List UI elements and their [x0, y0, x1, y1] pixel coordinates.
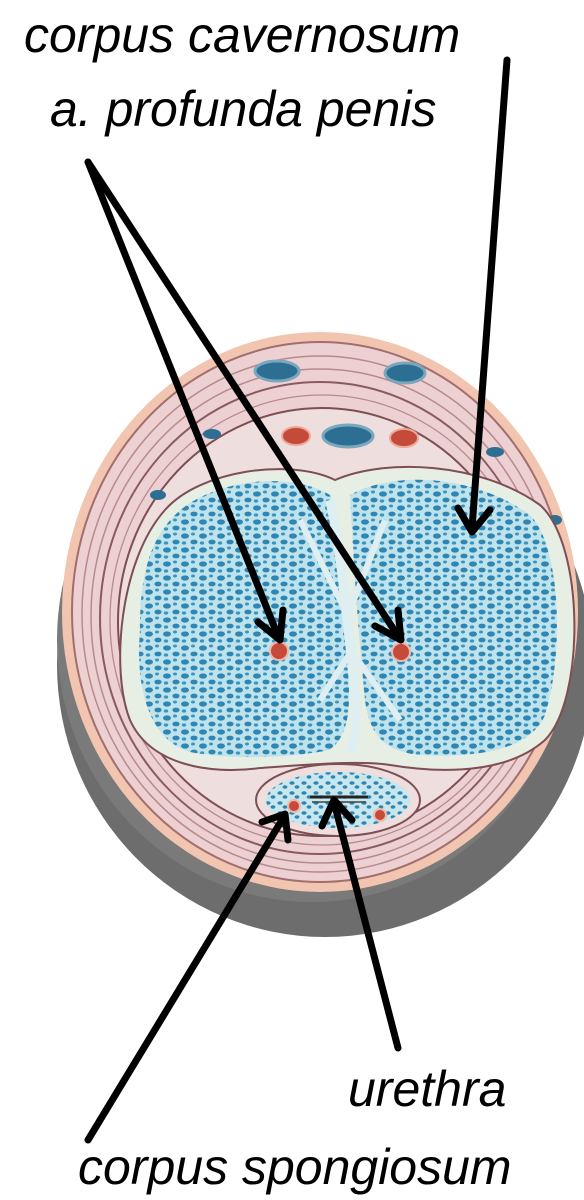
- label-corpus-spongiosum: corpus spongiosum: [78, 1142, 512, 1192]
- label-urethra: urethra: [348, 1064, 506, 1114]
